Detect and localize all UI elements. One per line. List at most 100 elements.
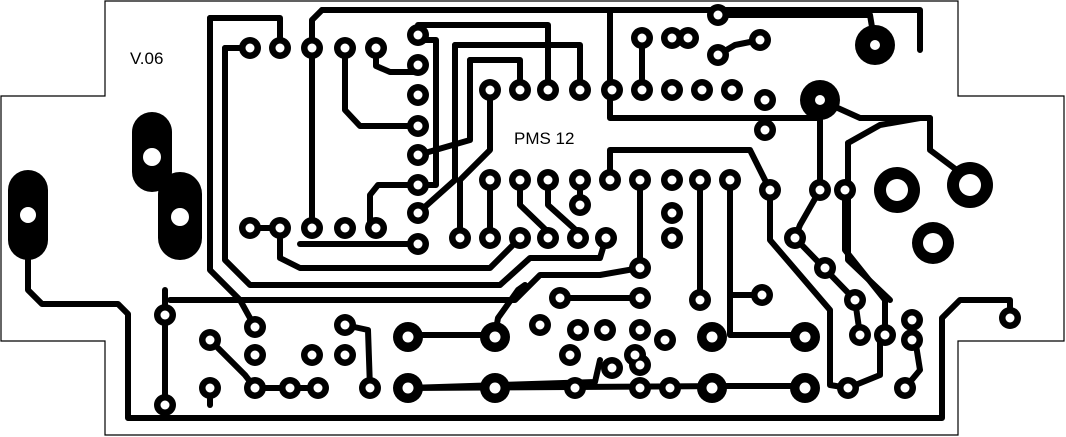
- drill-hole: [1005, 313, 1015, 323]
- drill-hole: [635, 263, 645, 273]
- drill-hole: [706, 331, 718, 343]
- drill-hole: [275, 43, 285, 53]
- drill-hole: [543, 175, 553, 185]
- drill-hole: [402, 331, 414, 343]
- drill-hole: [660, 335, 670, 345]
- drill-hole: [455, 233, 465, 243]
- drill-hole: [790, 233, 800, 243]
- drill-hole: [160, 400, 170, 410]
- drill-hole: [665, 383, 675, 393]
- drill-hole: [815, 95, 825, 105]
- drill-hole: [250, 322, 260, 332]
- drill-hole: [485, 233, 495, 243]
- drill-hole: [605, 175, 615, 185]
- drill-hole: [706, 382, 718, 394]
- drill-hole: [555, 293, 565, 303]
- drill-hole: [635, 175, 645, 185]
- drill-hole: [543, 233, 553, 243]
- drill-hole: [515, 85, 525, 95]
- drill-hole: [413, 150, 423, 160]
- drill-hole: [880, 330, 890, 340]
- drill-hole: [307, 223, 317, 233]
- drill-hole: [607, 85, 617, 95]
- drill-hole: [799, 331, 811, 343]
- drill-hole: [340, 350, 350, 360]
- drill-hole: [340, 223, 350, 233]
- drill-hole: [307, 43, 317, 53]
- drill-hole: [275, 223, 285, 233]
- drill-hole: [713, 50, 723, 60]
- drill-hole: [697, 85, 707, 95]
- drill-hole: [143, 148, 161, 166]
- drill-hole: [695, 295, 705, 305]
- drill-hole: [575, 175, 585, 185]
- drill-hole: [600, 325, 610, 335]
- drill-hole: [205, 335, 215, 345]
- drill-hole: [489, 382, 501, 394]
- drill-hole: [923, 233, 943, 253]
- drill-hole: [760, 125, 770, 135]
- drill-hole: [570, 383, 580, 393]
- drill-hole: [535, 320, 545, 330]
- drill-hole: [635, 383, 645, 393]
- drill-hole: [886, 179, 908, 201]
- drill-hole: [713, 10, 723, 20]
- drill-hole: [20, 207, 36, 223]
- drill-hole: [413, 60, 423, 70]
- drill-hole: [667, 33, 677, 43]
- drill-hole: [340, 320, 350, 330]
- drill-hole: [635, 360, 645, 370]
- drill-hole: [485, 175, 495, 185]
- drill-hole: [695, 175, 705, 185]
- drill-hole: [637, 85, 647, 95]
- drill-hole: [171, 208, 189, 226]
- drill-hole: [607, 363, 617, 373]
- drill-hole: [413, 30, 423, 40]
- drill-hole: [683, 33, 693, 43]
- drill-hole: [205, 383, 215, 393]
- drill-hole: [799, 382, 811, 394]
- drill-hole: [313, 383, 323, 393]
- drill-hole: [485, 85, 495, 95]
- drill-hole: [413, 239, 423, 249]
- drill-hole: [907, 315, 917, 325]
- drill-hole: [515, 233, 525, 243]
- drill-hole: [307, 350, 317, 360]
- drill-hole: [413, 90, 423, 100]
- drill-hole: [340, 43, 350, 53]
- drill-hole: [413, 180, 423, 190]
- drill-hole: [245, 43, 255, 53]
- drill-hole: [630, 350, 640, 360]
- drill-hole: [635, 293, 645, 303]
- drill-hole: [573, 325, 583, 335]
- drill-hole: [843, 383, 853, 393]
- drill-hole: [371, 43, 381, 53]
- drill-hole: [755, 35, 765, 45]
- drill-hole: [667, 85, 677, 95]
- drill-hole: [815, 185, 825, 195]
- drill-hole: [820, 263, 830, 273]
- drill-hole: [850, 295, 860, 305]
- drill-hole: [725, 175, 735, 185]
- drill-hole: [413, 121, 423, 131]
- drill-hole: [575, 200, 585, 210]
- drill-hole: [637, 33, 647, 43]
- drill-hole: [565, 350, 575, 360]
- drill-hole: [667, 175, 677, 185]
- drill-hole: [727, 85, 737, 95]
- version-label: V.06: [130, 49, 163, 68]
- drill-hole: [635, 325, 645, 335]
- drill-hole: [402, 382, 414, 394]
- drill-hole: [250, 383, 260, 393]
- drill-hole: [855, 330, 865, 340]
- drill-hole: [365, 383, 375, 393]
- drill-hole: [573, 233, 583, 243]
- drill-hole: [285, 383, 295, 393]
- drill-hole: [907, 335, 917, 345]
- drill-hole: [840, 185, 850, 195]
- drill-hole: [250, 350, 260, 360]
- board-name-label: PMS 12: [514, 129, 574, 148]
- drill-hole: [601, 233, 611, 243]
- drill-hole: [667, 208, 677, 218]
